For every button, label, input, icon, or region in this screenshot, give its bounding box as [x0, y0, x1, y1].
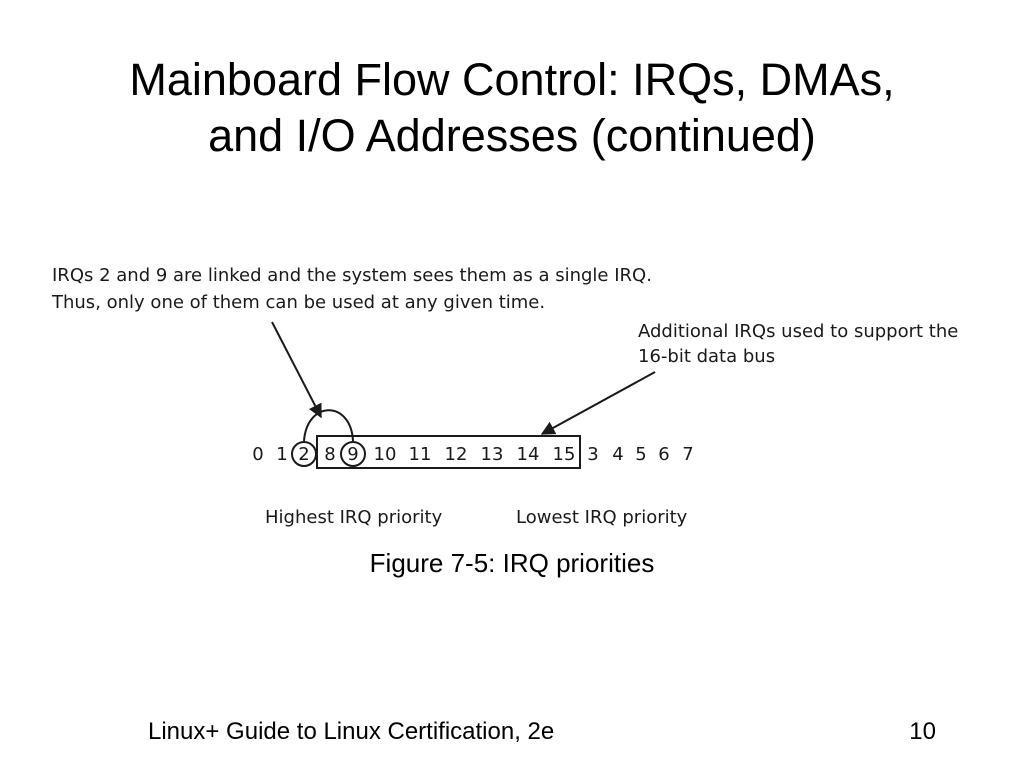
- irq-number-6: 6: [658, 444, 669, 465]
- irq-number-12: 12: [445, 444, 468, 465]
- slide-title-line-2: and I/O Addresses (continued): [208, 110, 816, 161]
- highest-priority-label: Highest IRQ priority: [265, 507, 443, 528]
- irq-number-7: 7: [682, 444, 693, 465]
- irq-number-0: 0: [252, 444, 263, 465]
- linked-irqs-note-line-2: Thus, only one of them can be used at an…: [51, 292, 545, 313]
- irq-number-3: 3: [587, 444, 598, 465]
- irq-number-14: 14: [517, 444, 540, 465]
- irq-number-10: 10: [374, 444, 397, 465]
- lowest-priority-label: Lowest IRQ priority: [516, 507, 688, 528]
- irq-number-5: 5: [635, 444, 646, 465]
- sixteen-bit-irq-box: [316, 435, 581, 469]
- slide-title-line-1: Mainboard Flow Control: IRQs, DMAs,: [129, 54, 895, 105]
- figure-caption: Figure 7-5: IRQ priorities: [369, 548, 655, 578]
- additional-irqs-note-line-1: Additional IRQs used to support the: [638, 321, 958, 342]
- footer-text: Linux+ Guide to Linux Certification, 2e: [148, 718, 555, 745]
- irq-number-8: 8: [324, 444, 335, 465]
- irq-number-2: 2: [298, 444, 309, 465]
- irq-2-circle: [291, 441, 317, 467]
- additional-irqs-note-line-2: 16-bit data bus: [638, 346, 775, 367]
- additional-irqs-arrow: [540, 371, 656, 435]
- irq-number-1: 1: [276, 444, 287, 465]
- linked-irqs-arrow: [271, 321, 322, 419]
- irq-number-11: 11: [409, 444, 432, 465]
- irq-link-arc: [303, 409, 354, 442]
- irq-number-4: 4: [612, 444, 623, 465]
- irq-9-circle: [340, 441, 366, 467]
- irq-number-9: 9: [347, 444, 358, 465]
- page-number: 10: [909, 718, 936, 745]
- slide-title: Mainboard Flow Control: IRQs, DMAs, and …: [0, 52, 1024, 164]
- irq-number-13: 13: [481, 444, 504, 465]
- linked-irqs-note-line-1: IRQs 2 and 9 are linked and the system s…: [52, 265, 652, 286]
- irq-number-15: 15: [553, 444, 576, 465]
